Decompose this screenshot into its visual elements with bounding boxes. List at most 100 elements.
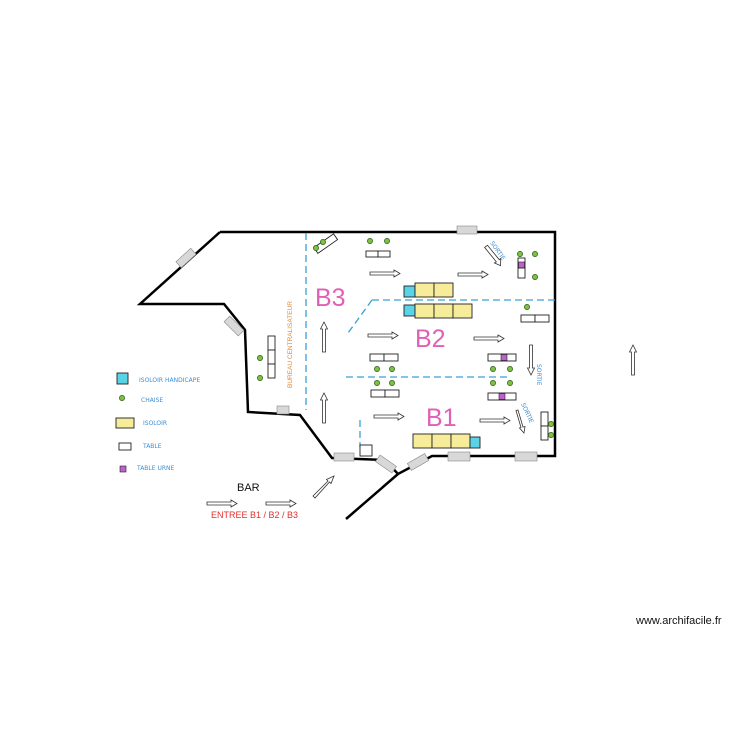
- arrow-up: [319, 392, 329, 424]
- zone-b2-label: B2: [415, 325, 446, 353]
- table: [369, 353, 385, 362]
- isoloir-handicape: [469, 436, 481, 449]
- urne: [500, 354, 508, 361]
- isoloir: [433, 282, 454, 298]
- door-left: [175, 247, 197, 269]
- legend-isoloir-swatch: [115, 417, 135, 429]
- chair: [507, 380, 513, 386]
- entree-label: ENTREE B1 / B2 / B3: [211, 510, 298, 520]
- chair: [257, 355, 263, 361]
- arrow-diagonal: [312, 475, 335, 499]
- table: [540, 425, 549, 441]
- table: [487, 353, 503, 362]
- b1-furniture: [370, 380, 554, 449]
- arrow-right: [373, 412, 405, 421]
- chair: [367, 238, 373, 244]
- table: [377, 250, 391, 258]
- legend: ISOLOIR HANDICAPE CHAISE ISOLOIR TABLE T…: [115, 372, 200, 473]
- isoloir: [431, 433, 452, 449]
- bar-label: BAR: [237, 482, 260, 494]
- chair: [490, 366, 496, 372]
- door-bureau: [276, 405, 290, 415]
- door-bottom-5: [514, 451, 538, 462]
- isoloir: [452, 303, 473, 319]
- legend-table-swatch: [118, 442, 132, 451]
- arrow-right: [206, 499, 238, 508]
- table: [365, 250, 379, 258]
- chair: [507, 366, 513, 372]
- door-bottom-4: [447, 451, 471, 462]
- outer-wall: [136, 230, 557, 476]
- arrow-right: [473, 334, 505, 343]
- b2-right-furniture: [520, 304, 550, 323]
- chair: [374, 380, 380, 386]
- table: [534, 314, 550, 323]
- arrow-diagonal: [515, 409, 526, 434]
- partitions: [305, 233, 556, 447]
- chair: [389, 380, 395, 386]
- chair: [384, 238, 390, 244]
- bureau-label: BUREAU CENTRALISATEUR: [287, 301, 294, 388]
- isoloir: [433, 303, 454, 319]
- table: [517, 267, 526, 279]
- entrance-wall: [345, 473, 399, 520]
- chair: [257, 375, 263, 381]
- table: [267, 335, 276, 351]
- legend-isoloir-handicape-swatch: [116, 372, 129, 385]
- b3-urne-furniture: [517, 251, 538, 280]
- isoloir-handicape: [403, 304, 416, 317]
- legend-table-urne-label: TABLE URNE: [136, 465, 175, 472]
- isoloir: [414, 303, 435, 319]
- sortie-right-label: SORTIE: [535, 364, 542, 386]
- chair: [532, 251, 538, 257]
- door-bottom-2: [375, 454, 397, 474]
- legend-isoloir-handicape-label: ISOLOIR HANDICAPE: [139, 377, 200, 384]
- zone-b1-label: B1: [426, 404, 457, 432]
- chair: [524, 304, 530, 310]
- chair: [320, 239, 326, 245]
- table: [383, 353, 399, 362]
- legend-isoloir-label: ISOLOIR: [143, 420, 167, 427]
- door-bottom-1: [333, 452, 355, 462]
- chair: [490, 380, 496, 386]
- chair: [532, 274, 538, 280]
- isoloir: [414, 282, 435, 298]
- table: [520, 314, 536, 323]
- table: [267, 349, 276, 365]
- arrow-up: [319, 321, 329, 353]
- arrow-right: [479, 416, 511, 425]
- chair: [389, 366, 395, 372]
- isoloir: [450, 433, 471, 449]
- isoloirs-b3-b2: [403, 282, 473, 319]
- door-side: [223, 315, 245, 337]
- isoloir-handicape: [403, 285, 416, 298]
- legend-chaise-swatch: [119, 395, 125, 401]
- arrow-diagonal: [484, 244, 502, 267]
- urne: [498, 393, 506, 400]
- legend-chaise-label: CHAISE: [141, 397, 163, 404]
- bureau-furniture: [257, 335, 373, 457]
- flow-arrows: [206, 244, 638, 508]
- table: [267, 363, 276, 379]
- legend-table-label: TABLE: [142, 443, 162, 450]
- table: [359, 444, 373, 457]
- chair: [374, 366, 380, 372]
- zone-b3-label: B3: [315, 284, 346, 312]
- table: [540, 411, 549, 427]
- door-top: [456, 225, 478, 235]
- b2-furniture: [369, 353, 517, 372]
- arrow-right: [265, 499, 297, 508]
- chair: [517, 251, 523, 257]
- door-bottom-3: [406, 453, 430, 471]
- arrow-right: [369, 269, 401, 278]
- chair: [548, 421, 554, 427]
- doors: [175, 225, 538, 474]
- watermark: www.archifacile.fr: [635, 615, 722, 627]
- arrow-up: [628, 344, 638, 376]
- arrow-right: [457, 270, 489, 279]
- chair: [313, 245, 319, 251]
- table: [370, 389, 386, 398]
- table: [384, 389, 400, 398]
- b3-furniture: [313, 233, 391, 258]
